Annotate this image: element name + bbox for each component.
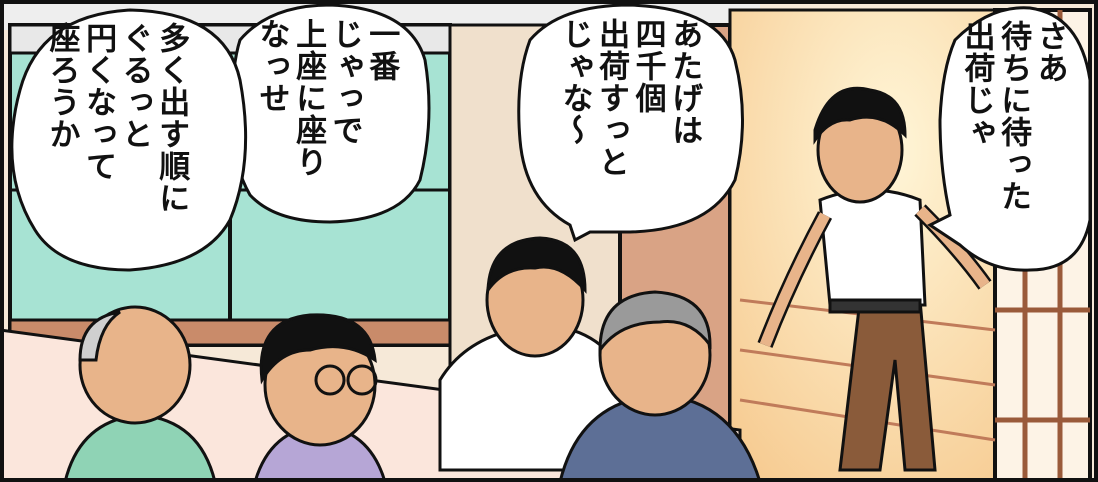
bubble-line: 四千個 <box>629 18 666 114</box>
bubble-line: じゃな〜 <box>556 18 593 146</box>
bubble-line: じゃっで <box>326 18 363 146</box>
bubble-line: ぐるっと <box>116 22 153 150</box>
bubble-text-glasses-man: 一番 じゃっで 上座に座り なっせ <box>253 18 400 178</box>
bubble-line: 出荷すっと <box>593 18 630 178</box>
bubble-line: 一番 <box>363 18 400 82</box>
bubble-line: 上座に座り <box>290 18 327 178</box>
bubble-line: 出荷じゃ <box>958 20 995 148</box>
bubble-line: 座ろうか <box>43 22 80 150</box>
speech-bubbles <box>10 3 1092 272</box>
bubble-young-man <box>927 6 1092 272</box>
bubble-line: さあ <box>1031 20 1068 84</box>
bubble-line: なっせ <box>253 18 290 114</box>
bubble-bald-elder <box>10 8 248 272</box>
bald-elder-green-kimono <box>63 305 217 482</box>
bubble-text-bald-elder: 多く出す順に ぐるっと 円くなって 座ろうか <box>43 22 190 214</box>
bubble-line: あたげは <box>666 18 703 146</box>
young-man-in-tank-top <box>757 86 992 472</box>
bubble-older-man <box>517 3 744 243</box>
bubble-text-older-man: あたげは 四千個 出荷すっと じゃな〜 <box>556 18 703 178</box>
bubble-line: 待ちに待った <box>995 20 1032 212</box>
bubble-line: 円くなって <box>80 22 117 182</box>
gray-haired-man-blue-jacket <box>558 290 762 482</box>
man-with-glasses <box>253 313 387 482</box>
bubble-text-young-man: さあ 待ちに待った 出荷じゃ <box>958 20 1068 212</box>
bubble-line: 多く出す順に <box>153 22 190 214</box>
